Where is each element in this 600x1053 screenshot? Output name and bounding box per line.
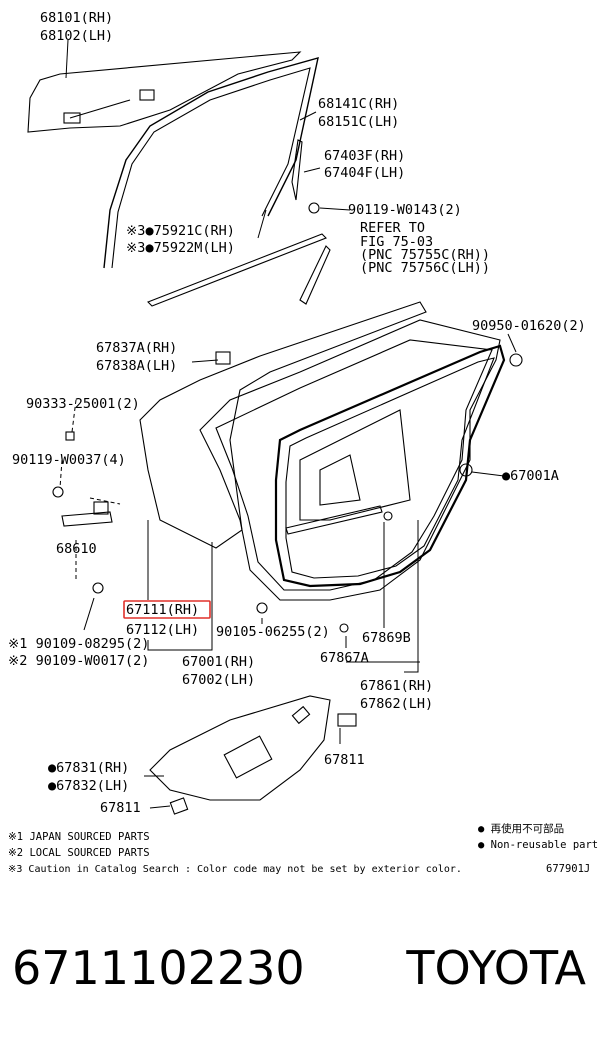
- door-inner-frame: [199, 319, 501, 601]
- label-refer-2: FIG 75-03: [360, 234, 433, 250]
- label-panel-lh: 67112(LH): [126, 622, 199, 638]
- exploded-parts-diagram: 68101(RH) 68102(LH) 68141C(RH) 68151C(LH…: [8, 10, 598, 875]
- leader-lines: [59, 39, 517, 809]
- service-hole-cover: [149, 695, 331, 801]
- label-check-assy: 68610: [56, 541, 97, 557]
- division-frame: [291, 139, 303, 201]
- label-refer-3: (PNC 75755C(RH)): [360, 247, 490, 263]
- note-local-sourced: ※2 LOCAL SOURCED PARTS: [8, 847, 150, 859]
- door-weatherstrip: [274, 344, 506, 588]
- label-screw-bottom: 90105-06255(2): [216, 624, 330, 640]
- label-cushion-lh: 67838A(LH): [96, 358, 177, 374]
- label-cover-rh: ●67831(RH): [48, 760, 129, 776]
- label-bolt-left: 90119-W0037(4): [12, 452, 126, 468]
- label-refer-1: REFER TO: [360, 220, 425, 236]
- belt-moulding: [147, 233, 327, 307]
- label-weather-lh: 67862(LH): [360, 696, 433, 712]
- product-footer: 6711102230 TOYOTA: [0, 935, 600, 1025]
- label-frame-lh: 67404F(LH): [324, 165, 405, 181]
- label-glass-rh: 68101(RH): [40, 10, 113, 26]
- label-panel-rh: 67111(RH): [126, 602, 199, 618]
- brand-name: TOYOTA: [406, 941, 586, 995]
- label-run-rh: 68141C(RH): [318, 96, 399, 112]
- part-number: 6711102230: [12, 941, 305, 995]
- label-seal-right: ●67001A: [502, 468, 559, 484]
- legend-non-reusable-en: ● Non-reusable part: [478, 839, 598, 851]
- corner-garnish: [299, 245, 331, 305]
- label-plug-left: 90333-25001(2): [26, 396, 140, 412]
- glass-run-channel: [103, 57, 319, 269]
- pad-part-right: [337, 713, 357, 727]
- label-door-rh: 67001(RH): [182, 654, 255, 670]
- label-mould-rh: ※3●75921C(RH): [126, 223, 235, 239]
- label-bolt-bottom-left-2: ※2 90109-W0017(2): [8, 653, 149, 669]
- door-shell: [139, 301, 427, 549]
- note-color-caution: ※3 Caution in Catalog Search : Color cod…: [8, 864, 462, 875]
- bottom-seal: [285, 505, 383, 535]
- label-mould-lh: ※3●75922M(LH): [126, 240, 235, 256]
- label-screw-top: 90119-W0143(2): [348, 202, 462, 218]
- label-run-lh: 68151C(LH): [318, 114, 399, 130]
- window-glass-shape: [27, 51, 302, 133]
- label-clip-top-right: 90950-01620(2): [472, 318, 586, 334]
- label-frame-rh: 67403F(RH): [324, 148, 405, 164]
- label-glass-lh: 68102(LH): [40, 28, 113, 44]
- label-pad-left: 67811: [100, 800, 141, 816]
- pad-part-left: [169, 797, 189, 815]
- label-weather-rh: 67861(RH): [360, 678, 433, 694]
- figure-code: 677901J: [546, 863, 590, 875]
- label-seal-b: 67869B: [362, 630, 411, 646]
- label-seal-a: 67867A: [320, 650, 369, 666]
- label-cover-lh: ●67832(LH): [48, 778, 129, 794]
- highlight-box: [123, 600, 211, 619]
- label-bolt-bottom-left-1: ※1 90109-08295(2): [8, 636, 149, 652]
- label-door-lh: 67002(LH): [182, 672, 255, 688]
- label-refer-4: (PNC 75756C(LH)): [360, 260, 490, 276]
- label-cushion-rh: 67837A(RH): [96, 340, 177, 356]
- label-pad-right: 67811: [324, 752, 365, 768]
- legend-non-reusable-jp: ● 再使用不可部品: [478, 822, 564, 835]
- note-japan-sourced: ※1 JAPAN SOURCED PARTS: [8, 831, 150, 843]
